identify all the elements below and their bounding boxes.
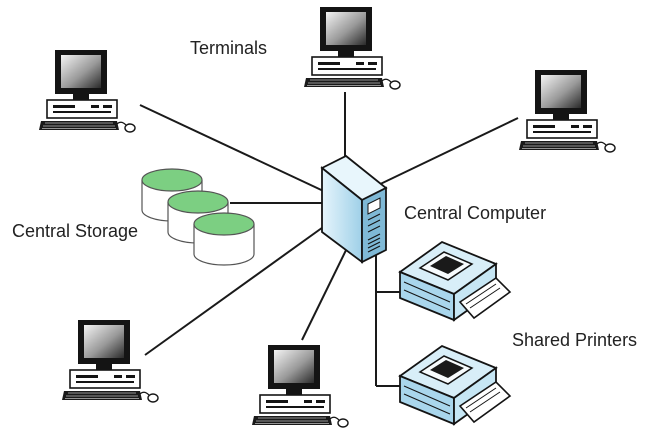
terminal-top-right <box>518 69 616 153</box>
terminal-bottom-left <box>61 319 159 403</box>
link-terminal-top-left <box>139 104 333 196</box>
printer-icon <box>399 241 511 321</box>
label-terminals: Terminals <box>190 38 268 58</box>
terminal-bottom <box>251 344 349 428</box>
connection-lines <box>139 92 519 387</box>
label-shared-printers: Shared Printers <box>512 330 638 350</box>
link-terminal-top-right <box>371 117 519 189</box>
terminal-top-left <box>38 49 136 133</box>
label-central-storage: Central Storage <box>12 221 139 241</box>
printer-icon <box>399 345 511 425</box>
disk-storage-icon <box>141 168 255 266</box>
link-terminal-bottom-left <box>144 224 327 356</box>
link-terminal-bottom <box>301 241 351 341</box>
server-tower-icon <box>320 154 388 264</box>
label-central-computer: Central Computer <box>404 203 547 223</box>
link-printers <box>375 252 402 387</box>
terminal-top <box>303 6 401 90</box>
